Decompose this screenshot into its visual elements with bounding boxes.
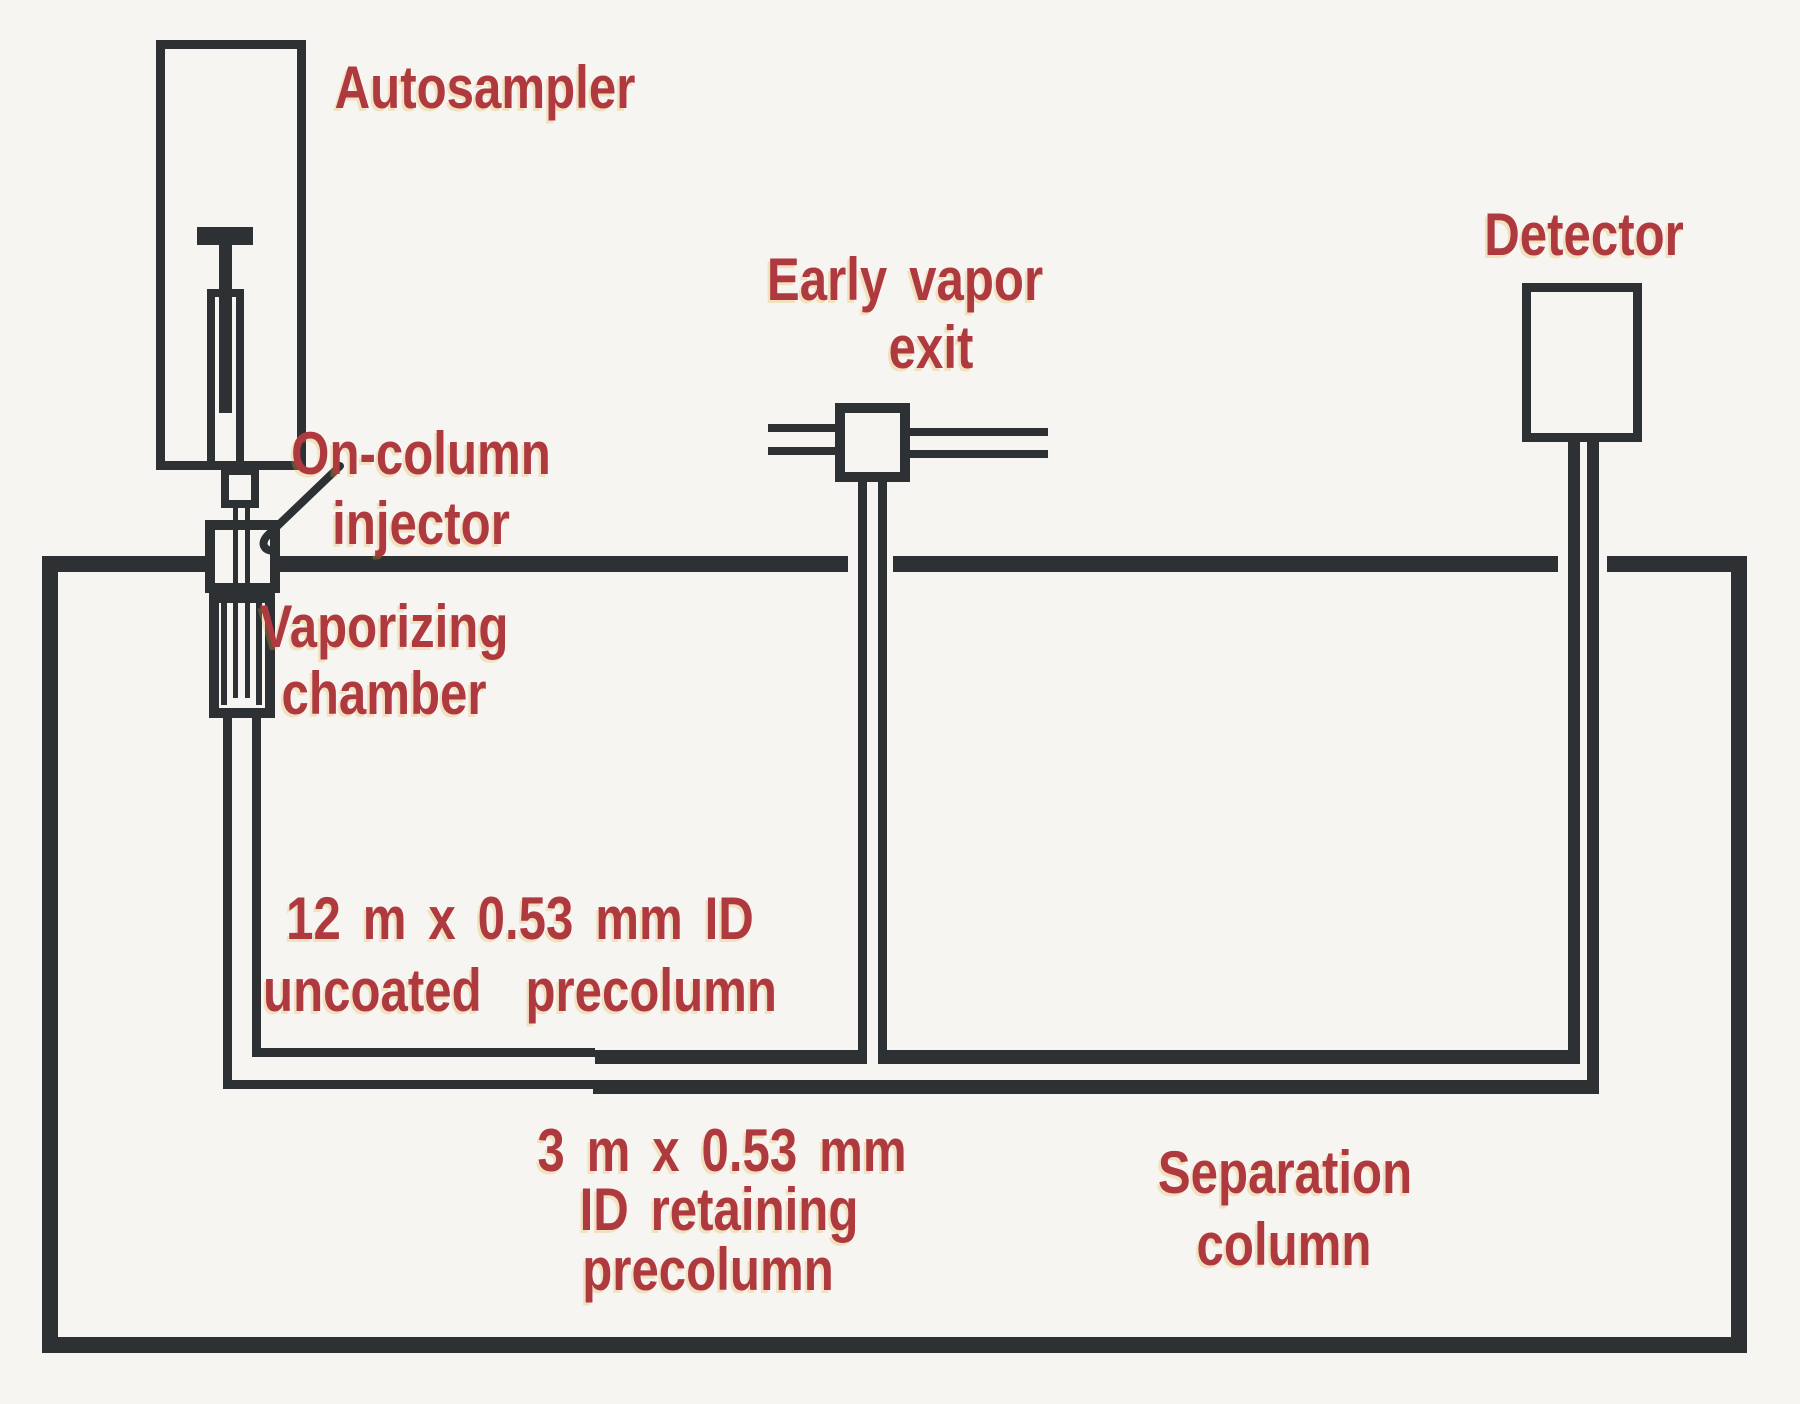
vapor-exit-left-stub-lower	[768, 447, 835, 455]
vapor-exit-right-stub-lower	[910, 450, 1048, 458]
retaining-precolumn-label-line3: precolumn	[582, 1236, 834, 1303]
retaining-precolumn-upper-wall	[595, 1050, 858, 1064]
syringe-plunger-rod	[219, 243, 232, 413]
vapor-exit-right-stub-upper	[910, 428, 1048, 436]
vapor-exit-tube-right-wall	[878, 482, 887, 1064]
detector-tube-right-wall	[1587, 442, 1599, 1094]
syringe-plunger-handle	[197, 227, 253, 245]
oven-top-wall-segment-corner	[1607, 556, 1747, 572]
uncoated-precolumn-label-line2: uncoated precolumn	[263, 957, 777, 1024]
vaporizing-chamber-label-line1: Vaporizing	[259, 593, 509, 660]
uncoated-precolumn-lower-wall	[223, 1080, 593, 1089]
early-vapor-exit-label-line1: Early vapor	[766, 246, 1044, 313]
uncoated-precolumn-label-line1: 12 m x 0.53 mm ID	[286, 885, 754, 952]
retaining-precolumn-label-line1: 3 m x 0.53 mm	[537, 1117, 907, 1184]
early-vapor-exit-label-line2: exit	[888, 314, 974, 381]
syringe-needle-right-line	[245, 507, 250, 698]
oven-top-wall-segment-right	[893, 556, 1558, 572]
syringe-needle-left-line	[233, 507, 238, 698]
detector-label: Detector	[1484, 201, 1684, 268]
vapor-exit-tube-left-wall	[858, 482, 867, 1064]
chamber-liner-left	[221, 593, 227, 705]
separation-column-label-line2: column	[1196, 1211, 1372, 1278]
retaining-precolumn-label-line2: ID retaining	[579, 1176, 859, 1243]
separation-column-label-line1: Separation	[1157, 1139, 1413, 1206]
early-vapor-exit-box	[835, 403, 910, 482]
detector-tube-left-wall	[1568, 442, 1580, 1064]
vaporizing-chamber-label-line2: chamber	[281, 660, 487, 727]
on-column-injector-label-line1: On-column	[291, 420, 551, 487]
autosampler-label: Autosampler	[334, 54, 636, 121]
precolumn-tube-left-wall	[223, 713, 232, 1089]
column-lower-wall	[593, 1080, 1599, 1094]
vapor-exit-left-stub-upper	[768, 424, 835, 432]
oven-bottom-wall	[42, 1337, 1747, 1353]
syringe-barrel	[207, 289, 244, 470]
precolumn-tube-right-wall	[252, 713, 261, 1057]
chamber-liner-right	[256, 593, 262, 705]
on-column-injector-box	[205, 520, 280, 593]
vaporizing-chamber-box	[209, 593, 275, 718]
oven-left-wall	[42, 556, 58, 1353]
oven-top-wall-segment-left	[42, 556, 205, 572]
on-column-injector-label-line2: injector	[332, 490, 510, 557]
separation-column-upper-wall	[887, 1050, 1568, 1064]
detector-box	[1522, 283, 1642, 442]
oven-top-wall-segment-mid	[280, 556, 848, 572]
oven-right-wall	[1731, 556, 1747, 1353]
syringe-neck	[221, 467, 259, 508]
uncoated-precolumn-upper-wall	[252, 1048, 595, 1057]
